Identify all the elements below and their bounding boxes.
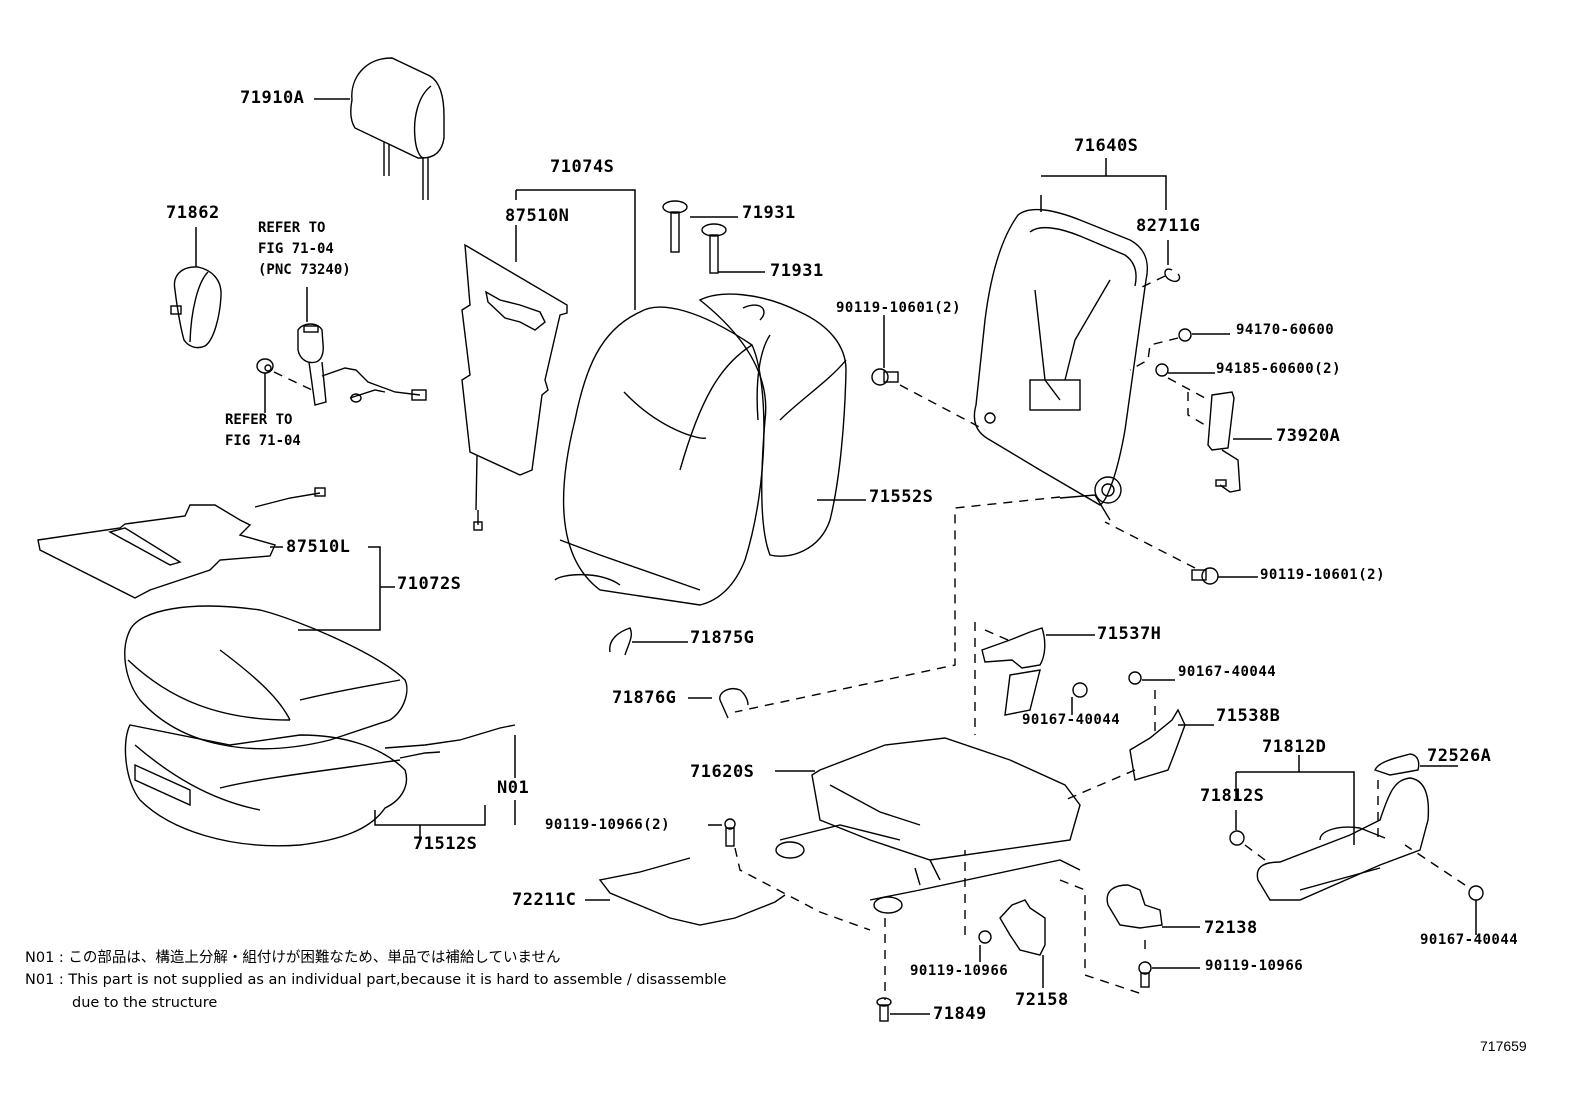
part-label-71074s[interactable]: 71074S bbox=[550, 157, 615, 177]
wire-72211c-drawing[interactable] bbox=[598, 857, 786, 926]
note-text: この部品は、構造上分解・組付けが困難なため、単品では補給していません bbox=[68, 950, 561, 966]
bolt-adjuster-drawing[interactable] bbox=[724, 818, 736, 847]
headrest-support-upper-drawing[interactable] bbox=[662, 200, 688, 253]
part-label-72158[interactable]: 72158 bbox=[1015, 990, 1069, 1010]
part-label-71812s[interactable]: 71812S bbox=[1200, 786, 1265, 806]
headrest-drawing[interactable] bbox=[350, 57, 445, 200]
part-label-90119-10601-left[interactable]: 90119-10601(2) bbox=[836, 300, 962, 316]
cover-71875g-drawing[interactable] bbox=[609, 627, 633, 656]
wire-clamp-drawing[interactable] bbox=[1164, 268, 1181, 283]
part-label-71640s[interactable]: 71640S bbox=[1074, 136, 1139, 156]
hinge-cover-71537h-drawing[interactable] bbox=[981, 627, 1046, 716]
cover-72158-drawing[interactable] bbox=[999, 899, 1046, 956]
screw-left-drawing[interactable] bbox=[1072, 682, 1088, 698]
seatback-heater-drawing[interactable] bbox=[461, 243, 568, 531]
headrest-support-lower-drawing[interactable] bbox=[701, 223, 727, 274]
part-label-71876g[interactable]: 71876G bbox=[612, 688, 677, 708]
footnote-english: N01 : This part is not supplied as an in… bbox=[25, 972, 727, 988]
note-code: N01 bbox=[25, 972, 55, 988]
footnote-japanese: N01 : この部品は、構造上分解・組付けが困難なため、単品では補給していません bbox=[25, 950, 561, 966]
bolt-right-drawing[interactable] bbox=[1138, 961, 1152, 988]
seatback-pad-drawing[interactable] bbox=[554, 306, 765, 606]
part-label-73920a[interactable]: 73920A bbox=[1276, 426, 1341, 446]
bolt-frame-left-drawing[interactable] bbox=[871, 368, 899, 386]
bolt-frame-lower-drawing[interactable] bbox=[1191, 567, 1219, 585]
part-label-90119-10966-right[interactable]: 90119-10966 bbox=[1205, 958, 1304, 974]
screw-shield-drawing[interactable] bbox=[1468, 885, 1484, 901]
reference-nut[interactable]: REFER TO FIG 71-04 bbox=[225, 412, 301, 449]
part-label-90167-40044-upper[interactable]: 90167-40044 bbox=[1178, 664, 1277, 680]
part-label-71812d[interactable]: 71812D bbox=[1262, 737, 1327, 757]
part-label-71512s[interactable]: 71512S bbox=[413, 834, 478, 854]
part-label-94170-60600[interactable]: 94170-60600 bbox=[1236, 322, 1335, 338]
seatback-frame-drawing[interactable] bbox=[973, 208, 1148, 521]
part-label-87510n[interactable]: 87510N bbox=[505, 206, 570, 226]
part-label-72211c[interactable]: 72211C bbox=[512, 890, 577, 910]
hinge-cover-71538b-drawing[interactable] bbox=[1129, 708, 1186, 781]
figure-id: 717659 bbox=[1480, 1038, 1527, 1054]
clip-71812s-drawing[interactable] bbox=[1229, 830, 1245, 846]
seat-cushion-pad-drawing[interactable] bbox=[124, 724, 408, 847]
part-label-87510l[interactable]: 87510L bbox=[286, 537, 351, 557]
part-label-71537h[interactable]: 71537H bbox=[1097, 624, 1162, 644]
part-label-94185-60600[interactable]: 94185-60600(2) bbox=[1216, 361, 1342, 377]
seat-adjuster-drawing[interactable] bbox=[775, 737, 1081, 914]
part-label-71862[interactable]: 71862 bbox=[166, 203, 220, 223]
part-label-90119-10966-2[interactable]: 90119-10966(2) bbox=[545, 817, 671, 833]
part-label-71931-lower[interactable]: 71931 bbox=[770, 261, 824, 281]
nut-94170-drawing[interactable] bbox=[1178, 328, 1192, 342]
part-label-72526a[interactable]: 72526A bbox=[1427, 746, 1492, 766]
bolt-center-drawing[interactable] bbox=[978, 930, 992, 944]
reclining-knob-drawing[interactable] bbox=[1374, 753, 1420, 776]
support-cover-drawing[interactable] bbox=[170, 266, 222, 349]
nut-94185-drawing[interactable] bbox=[1155, 363, 1169, 377]
note-code: N01 bbox=[25, 950, 55, 966]
part-label-71931-upper[interactable]: 71931 bbox=[742, 203, 796, 223]
seat-belt-buckle-drawing[interactable] bbox=[256, 323, 427, 406]
seatback-cover-drawing[interactable] bbox=[698, 293, 847, 557]
part-label-71875g[interactable]: 71875G bbox=[690, 628, 755, 648]
part-label-90119-10601-lower[interactable]: 90119-10601(2) bbox=[1260, 567, 1386, 583]
part-label-90167-40044-left[interactable]: 90167-40044 bbox=[1022, 712, 1121, 728]
shield-drawing[interactable] bbox=[1256, 777, 1430, 901]
cover-72138-drawing[interactable] bbox=[1106, 884, 1163, 929]
part-label-90119-10966-center[interactable]: 90119-10966 bbox=[910, 963, 1009, 979]
part-label-n01[interactable]: N01 bbox=[497, 778, 530, 798]
screw-upper-drawing[interactable] bbox=[1128, 671, 1142, 685]
part-label-71620s[interactable]: 71620S bbox=[690, 762, 755, 782]
note-text: due to the structure bbox=[72, 995, 218, 1011]
footnote-english-continued: due to the structure bbox=[72, 995, 217, 1011]
note-text: This part is not supplied as an individu… bbox=[68, 972, 727, 988]
reference-seat-belt[interactable]: REFER TO FIG 71-04 (PNC 73240) bbox=[258, 220, 351, 278]
part-label-71849[interactable]: 71849 bbox=[933, 1004, 987, 1024]
part-label-90167-40044-shield[interactable]: 90167-40044 bbox=[1420, 932, 1519, 948]
cushion-heater-drawing[interactable] bbox=[37, 487, 326, 599]
part-label-72138[interactable]: 72138 bbox=[1204, 918, 1258, 938]
cap-71849-drawing[interactable] bbox=[876, 997, 892, 1022]
part-label-82711g[interactable]: 82711G bbox=[1136, 216, 1201, 236]
part-label-71072s[interactable]: 71072S bbox=[397, 574, 462, 594]
seat-cushion-drawing[interactable] bbox=[124, 605, 408, 750]
part-label-71538b[interactable]: 71538B bbox=[1216, 706, 1281, 726]
cushion-wiring-drawing[interactable] bbox=[384, 724, 516, 759]
part-label-71910a[interactable]: 71910A bbox=[240, 88, 305, 108]
cover-71876g-drawing[interactable] bbox=[719, 688, 749, 719]
part-label-71552s[interactable]: 71552S bbox=[869, 487, 934, 507]
side-airbag-drawing[interactable] bbox=[1207, 391, 1241, 493]
